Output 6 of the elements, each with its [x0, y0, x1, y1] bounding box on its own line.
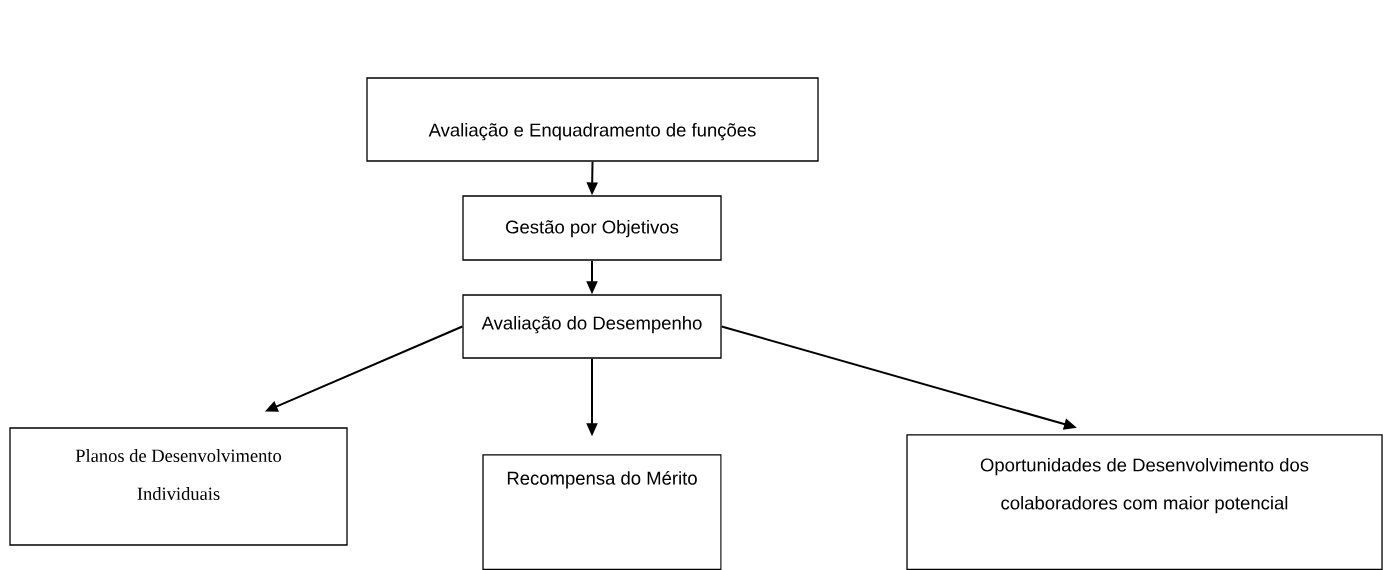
process-box: Oportunidades de Desenvolvimento dos colaboradores com maior potencial: [906, 434, 1383, 570]
process-box: Avaliação do Desempenho: [462, 294, 722, 359]
process-box: Avaliação e Enquadramento de funções: [366, 77, 819, 162]
process-box: Planos de Desenvolvimento Individuais: [9, 427, 348, 546]
process-box: Gestão por Objetivos: [462, 195, 722, 261]
process-box: Recompensa do Mérito: [482, 454, 722, 570]
